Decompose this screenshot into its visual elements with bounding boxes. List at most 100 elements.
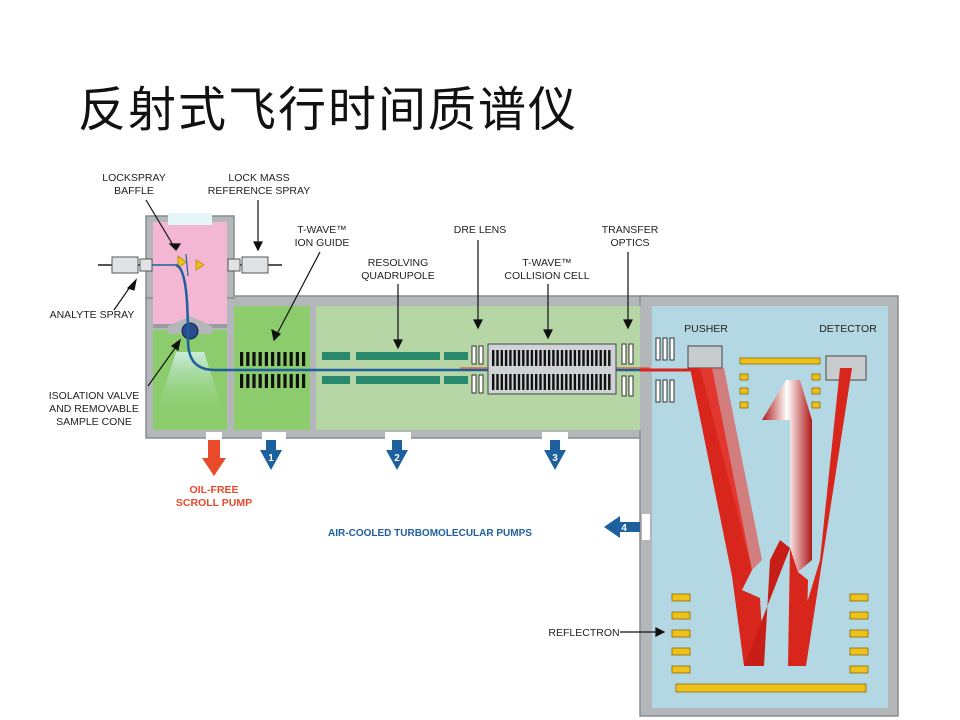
pump-ports (206, 432, 650, 540)
ion-guide-ring (289, 374, 293, 388)
ion-guide-ring (264, 352, 268, 366)
ion-guide-ring (271, 352, 275, 366)
label-resolving-quadrupole: RESOLVING QUADRUPOLE (361, 257, 435, 282)
svg-text:T-WAVE™: T-WAVE™ (522, 257, 572, 269)
collision-cell-ring (608, 374, 611, 390)
collision-cell-ring (599, 374, 602, 390)
collision-cell-ring (578, 374, 581, 390)
collision-cell-ring (535, 374, 538, 390)
ion-guide-ring (240, 374, 244, 388)
collision-cell-ring (509, 374, 512, 390)
collision-cell-ring (504, 374, 508, 390)
collision-cell-ring (547, 350, 551, 366)
label-twave-ion-guide: T-WAVE™ ION GUIDE (295, 224, 350, 249)
ion-guide-ring (302, 352, 306, 366)
collision-cell-ring (582, 350, 585, 366)
collision-cell-ring (565, 374, 568, 390)
label-detector: DETECTOR (819, 323, 877, 335)
collision-cell-ring (590, 350, 594, 366)
turbo-pump-arrow-4: 4 (604, 516, 640, 538)
collision-cell-ring (595, 350, 598, 366)
ion-guide-ring (252, 352, 256, 366)
label-reflectron: REFLECTRON (548, 627, 619, 639)
collision-cell-ring (573, 350, 577, 366)
svg-text:DRE LENS: DRE LENS (454, 224, 507, 236)
label-analyte-spray: ANALYTE SPRAY (50, 309, 135, 321)
svg-text:ION GUIDE: ION GUIDE (295, 237, 350, 249)
ion-guide-ring (295, 352, 299, 366)
twave-collision-cell (487, 343, 617, 395)
label-turbo-pumps: AIR-COOLED TURBOMOLECULAR PUMPS (328, 528, 532, 539)
pump-number-3: 3 (552, 453, 558, 464)
label-dre-lens: DRE LENS (454, 224, 507, 236)
ion-guide-ring (283, 352, 287, 366)
label-transfer-optics: TRANSFER OPTICS (602, 224, 659, 249)
label-twave-collision-cell: T-WAVE™ COLLISION CELL (504, 257, 589, 282)
svg-text:ISOLATION VALVE: ISOLATION VALVE (49, 390, 139, 402)
acceleration-stack (739, 357, 821, 409)
ion-guide-ring (289, 352, 293, 366)
collision-cell-ring (595, 374, 598, 390)
collision-cell-ring (547, 374, 551, 390)
collision-cell-ring (526, 350, 529, 366)
turbo-pump-arrow-1: 1 (260, 440, 282, 470)
ion-guide-ring (240, 352, 244, 366)
collision-cell-ring (543, 374, 546, 390)
collision-cell-ring (573, 374, 577, 390)
pump-number-1: 1 (268, 453, 274, 464)
collision-cell-ring (535, 350, 538, 366)
leader-lines (113, 199, 666, 637)
analyte-spray-probe (98, 256, 176, 274)
collision-cell-ring (509, 350, 512, 366)
turbo-pump-arrow-3: 3 (544, 440, 566, 470)
collision-cell-ring (513, 374, 516, 390)
svg-text:SAMPLE CONE: SAMPLE CONE (56, 416, 132, 428)
ion-guide-ring (264, 374, 268, 388)
lockspray-baffle-icon (177, 253, 205, 277)
svg-text:AND REMOVABLE: AND REMOVABLE (49, 403, 139, 415)
ion-beam (175, 263, 650, 372)
pusher (687, 345, 723, 369)
svg-text:RESOLVING: RESOLVING (368, 257, 429, 269)
collision-cell-ring (522, 350, 525, 366)
collision-cell-ring (539, 350, 542, 366)
svg-text:ANALYTE SPRAY: ANALYTE SPRAY (50, 309, 135, 321)
ion-guide-ring (271, 374, 275, 388)
flight-path (690, 368, 852, 666)
ion-guide-ring (258, 374, 262, 388)
label-lock-mass: LOCK MASS REFERENCE SPRAY (208, 172, 311, 197)
dre-lens (471, 345, 484, 394)
ion-guide-ring (252, 374, 256, 388)
collision-cell-ring (543, 350, 546, 366)
collision-cell-ring (530, 374, 534, 390)
collision-cell-ring (586, 350, 589, 366)
svg-text:QUADRUPOLE: QUADRUPOLE (361, 270, 435, 282)
label-pusher: PUSHER (684, 323, 728, 335)
collision-cell-ring (603, 374, 607, 390)
collision-cell-ring (590, 374, 594, 390)
collision-cell-ring (496, 350, 499, 366)
collision-cell-ring (603, 350, 607, 366)
svg-text:LOCKSPRAY: LOCKSPRAY (102, 172, 165, 184)
svg-text:SCROLL PUMP: SCROLL PUMP (176, 497, 252, 509)
ion-guide-ring (302, 374, 306, 388)
collision-cell-ring (539, 374, 542, 390)
collision-cell-ring (569, 350, 572, 366)
collision-cell-ring (517, 350, 521, 366)
svg-text:COLLISION CELL: COLLISION CELL (504, 270, 589, 282)
label-lockspray-baffle: LOCKSPRAY BAFFLE (102, 172, 165, 197)
ion-guide-ring (283, 374, 287, 388)
svg-text:BAFFLE: BAFFLE (114, 185, 154, 197)
ion-guide-ring (258, 352, 262, 366)
label-isolation-valve: ISOLATION VALVE AND REMOVABLE SAMPLE CON… (49, 390, 139, 428)
collision-cell-ring (492, 374, 495, 390)
collision-cell-ring (504, 350, 508, 366)
collision-cell-ring (565, 350, 568, 366)
slide-title: 反射式飞行时间质谱仪 (78, 82, 579, 138)
collision-cell-ring (513, 350, 516, 366)
ion-source (153, 213, 227, 328)
resolving-quadrupole (322, 352, 468, 384)
collision-cell-ring (560, 374, 564, 390)
ion-guide-ring (277, 352, 281, 366)
